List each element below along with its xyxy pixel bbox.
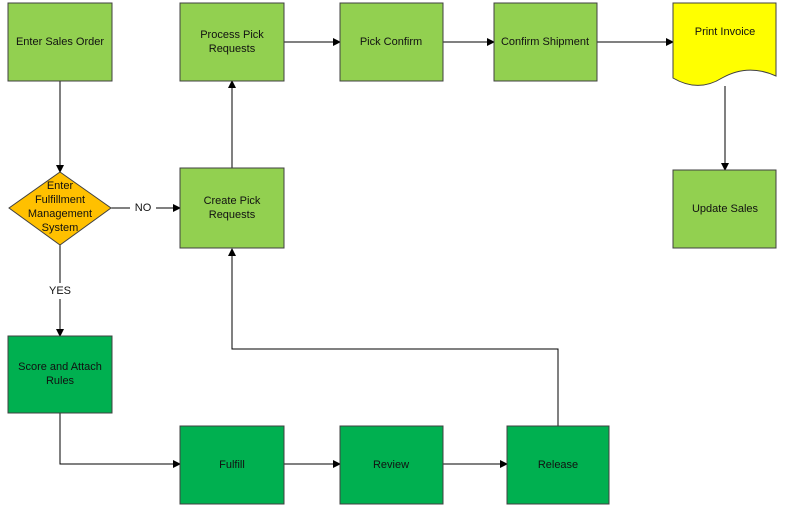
node-enter-sales-order[interactable]: Enter Sales Order [7,2,113,82]
node-process-pick-requests-line-2: Requests [209,43,256,55]
node-process-pick-requests-line-1: Process Pick [200,29,264,41]
node-create-pick-requests-line-2: Requests [209,209,256,221]
node-print-invoice-line-1: Print Invoice [695,26,756,38]
no-label-bg [130,200,156,216]
node-pick-confirm-line-1: Pick Confirm [360,36,422,48]
yes-label-bg [42,283,78,299]
edge-score-to-fulfill [59,413,181,468]
node-release-line-1: Release [538,459,578,471]
node-enter-fulfillment-line-2: Fulfillment [35,194,85,206]
node-confirm-shipment-line-1: Confirm Shipment [501,36,589,48]
node-score-and-attach-line-1: Score and Attach [18,361,102,373]
node-update-sales[interactable]: Update Sales [672,169,777,249]
node-enter-fulfillment-decision[interactable]: Enter Fulfillment Management System [8,171,112,246]
node-process-pick-requests[interactable]: Process Pick Requests [179,2,285,82]
edge-release-to-create [228,248,559,426]
node-confirm-shipment[interactable]: Confirm Shipment [493,2,598,82]
node-enter-sales-order-line-1: Enter Sales Order [16,36,104,48]
node-pick-confirm[interactable]: Pick Confirm [339,2,444,82]
node-enter-fulfillment-line-4: System [42,222,79,234]
node-fulfill-line-1: Fulfill [219,459,245,471]
node-release[interactable]: Release [506,425,610,505]
node-fulfill[interactable]: Fulfill [179,425,285,505]
node-score-and-attach-line-2: Rules [46,375,75,387]
edge-label-no: NO [135,202,152,214]
connectors [56,38,729,468]
node-create-pick-requests-line-1: Create Pick [204,195,261,207]
node-enter-fulfillment-line-3: Management [28,208,92,220]
node-enter-fulfillment-line-1: Enter [47,180,74,192]
node-score-and-attach-rules[interactable]: Score and Attach Rules [7,335,113,414]
node-update-sales-line-1: Update Sales [692,203,759,215]
node-create-pick-requests[interactable]: Create Pick Requests [179,167,285,249]
node-review[interactable]: Review [339,425,444,505]
node-print-invoice[interactable]: Print Invoice [672,2,777,86]
node-review-line-1: Review [373,459,409,471]
edge-label-yes: YES [49,285,71,297]
